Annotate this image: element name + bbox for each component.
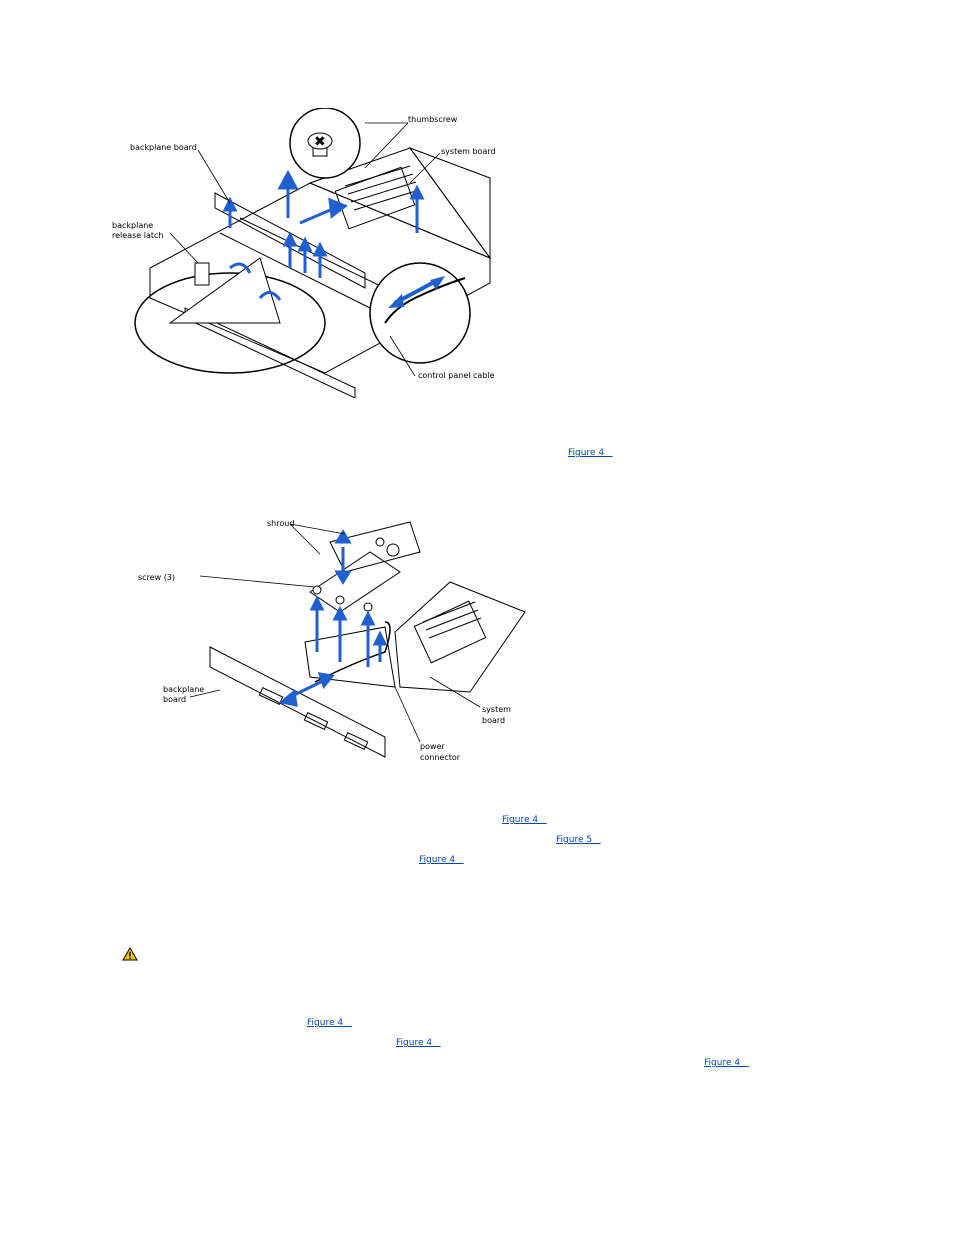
figure-4-link-5[interactable]: Figure 4 <box>396 1038 441 1048</box>
backplane-board-label-2: backplane <box>163 685 204 694</box>
system-board-label-2: system <box>482 705 511 714</box>
backplane-release-latch-label-2: release latch <box>112 231 163 240</box>
system-board-label: system board <box>441 147 496 156</box>
figure-shroud-removal: shroud screw (3) backplane board system … <box>130 512 530 782</box>
backplane-removal-illustration: ✖ <box>112 108 496 398</box>
shroud-removal-illustration: shroud screw (3) backplane board system … <box>138 519 526 762</box>
backplane-release-latch-label: backplane <box>112 221 153 230</box>
figure-backplane-removal: ✖ <box>110 108 510 398</box>
thumbscrew-detail: ✖ <box>289 108 361 179</box>
power-connector-label-2: connector <box>420 753 461 762</box>
control-panel-cable-label: control panel cable <box>418 371 495 380</box>
thumbscrew-label: thumbscrew <box>408 115 458 124</box>
svg-text:✖: ✖ <box>314 134 326 150</box>
backplane-board-label-2b: board <box>163 695 186 704</box>
figure-4-link-4[interactable]: Figure 4 <box>307 1018 352 1028</box>
screw-label: screw (3) <box>138 573 175 582</box>
figure-4-link-3[interactable]: Figure 4 <box>419 855 464 865</box>
backplane-board-label: backplane board <box>130 143 197 152</box>
control-panel-cable-detail <box>369 262 471 364</box>
figure-4-link-1[interactable]: Figure 4 <box>568 448 613 458</box>
release-latch-detail <box>134 257 326 374</box>
figure-5-link[interactable]: Figure 5 <box>556 835 601 845</box>
system-board-label-2b: board <box>482 716 505 725</box>
caution-icon <box>122 946 138 961</box>
power-connector-label: power <box>420 742 445 751</box>
shroud-label: shroud <box>267 519 294 528</box>
figure-4-link-6[interactable]: Figure 4 <box>704 1058 749 1068</box>
figure-4-link-2[interactable]: Figure 4 <box>502 815 547 825</box>
